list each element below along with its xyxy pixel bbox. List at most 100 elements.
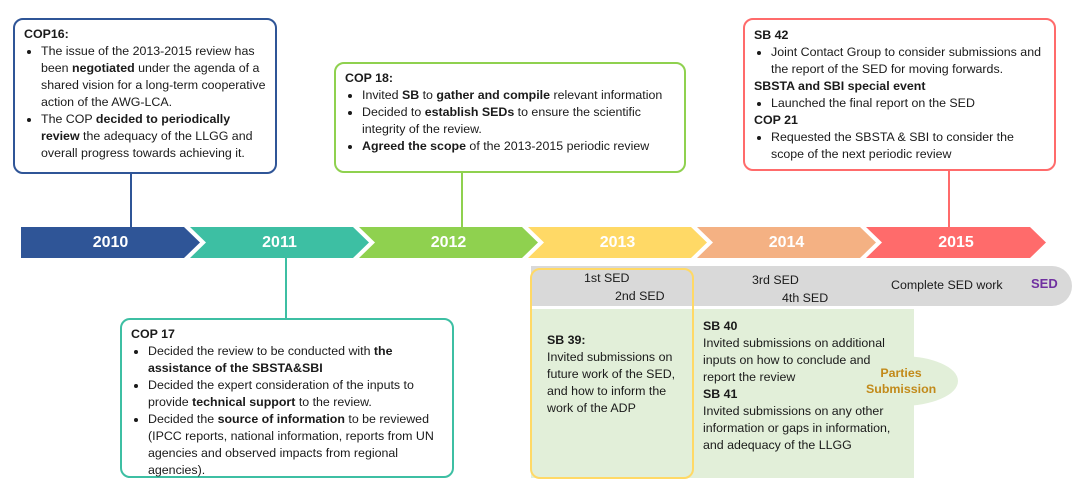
sb41-text: Invited submissions on any other informa… [703,404,891,452]
year-label-2010: 2010 [92,234,129,251]
year-arrow-2011-shape [190,227,369,258]
year-label-2011: 2011 [262,234,297,251]
text: Requested the SBSTA & SBI to consider th… [771,130,1014,161]
connector-cop16 [130,174,132,227]
connector-cop18 [461,173,463,227]
year-arrow-2013: 2013 [528,227,707,258]
sed-complete-label: Complete SED work [891,278,1003,292]
text: to be reviewed (IPCC reports, national i… [148,412,434,477]
text: Joint Contact Group to consider submissi… [771,45,1041,76]
cop18-title: COP 18: [345,71,393,85]
year-arrow-2011: 2011 [190,227,369,258]
connector-cop17 [285,258,287,318]
bullet-item: Launched the final report on the SED [771,95,1045,112]
text: under the agenda of a shared vision for … [41,61,266,109]
bold-text: negotiated [72,61,135,75]
bold-text: Agreed the scope [362,139,466,153]
bold-text: source of information [217,412,345,426]
connector-sb42 [948,171,950,227]
year-arrow-2014: 2014 [697,227,876,258]
text: Decided the [148,412,218,426]
year-label-2012: 2012 [430,234,467,251]
text: Invited [362,88,402,102]
sed-fourth-label: 4th SED [782,291,829,305]
arrow-shape [697,227,876,258]
bold-text: SB [401,88,420,102]
year-arrow-2010: 2010 [21,227,200,258]
sb42-list: Joint Contact Group to consider submissi… [754,44,1045,78]
arrow-shape [359,227,538,258]
bold-text: the assistance of the SBSTA&SBI [148,344,393,375]
sb40-text: Invited submissions on additional inputs… [703,336,885,384]
year-arrow-2014-shape [697,227,876,258]
text: The COP [41,112,96,126]
text: Decided the expert consideration of the … [148,378,414,409]
arrow-shape [190,227,369,258]
sb39-text: Invited submissions on future work of th… [547,350,676,415]
year-label-2014: 2014 [768,234,805,251]
cop18-list: Invited SB to gather and compile relevan… [345,87,675,155]
sed-tag: SED [1031,276,1058,291]
text: of the 2013-2015 periodic review [465,139,650,153]
sed-bar [531,266,1072,306]
submissions-area [531,309,914,478]
year-label-2015: 2015 [938,234,974,251]
sbsta-sbi-event-list: Launched the final report on the SED [754,95,1045,112]
sed-second-label: 2nd SED [615,289,665,303]
bullet-item: Decided the expert consideration of the … [148,377,443,411]
text: to the review. [295,395,372,409]
cop16-box: COP16: The issue of the 2013-2015 review… [13,18,277,174]
text: to [419,88,437,102]
sb41-title: SB 41 [703,387,738,401]
bold-text: decided to periodically review [41,112,231,143]
bullet-item: Invited SB to gather and compile relevan… [362,87,675,104]
sb39-title: SB 39: [547,333,586,347]
sed-first-label: 1st SED [584,271,630,285]
parties-submission-label: Parties Submission [866,366,937,396]
bold-text: technical support [192,395,296,409]
sb40-title: SB 40 [703,319,738,333]
sb39-box [530,268,694,479]
year-arrow-2010-shape [21,227,200,258]
text: to ensure the scientific integrity of th… [362,105,641,136]
cop16-title: COP16: [24,27,69,41]
text: Decided to [362,105,425,119]
arrow-shape [21,227,200,258]
sb42-box: SB 42 Joint Contact Group to consider su… [743,18,1056,171]
bullet-item: Decided the review to be conducted with … [148,343,443,377]
text: relevant information [550,88,663,102]
parties-submission-oval: Parties Submission [844,356,958,406]
bullet-item: Decided the source of information to be … [148,411,443,479]
cop17-box: COP 17 Decided the review to be conducte… [120,318,454,478]
year-arrow-2012-shape [359,227,538,258]
year-arrow-2015-shape [866,227,1046,258]
year-arrow-2015: 2015 [866,227,1046,258]
text: the adequacy of the LLGG and overall pro… [41,129,253,160]
bullet-item: Joint Contact Group to consider submissi… [771,44,1045,78]
bullet-item: The issue of the 2013-2015 review has be… [41,43,266,111]
cop21-list: Requested the SBSTA & SBI to consider th… [754,129,1045,163]
sbsta-sbi-event-title: SBSTA and SBI special event [754,79,926,93]
cop17-title: COP 17 [131,327,175,341]
bullet-item: Requested the SBSTA & SBI to consider th… [771,129,1045,163]
bullet-item: The COP decided to periodically review t… [41,111,266,162]
arrow-shape [528,227,707,258]
bullet-item: Decided to establish SEDs to ensure the … [362,104,675,138]
sb39-content: SB 39: Invited submissions on future wor… [547,332,682,417]
bullet-item: Agreed the scope of the 2013-2015 period… [362,138,675,155]
arrow-shape [866,227,1046,258]
text: The issue of the 2013-2015 review has be… [41,44,255,75]
sb42-title: SB 42 [754,28,789,42]
bold-text: gather and compile [436,88,550,102]
text: Launched the final report on the SED [771,96,975,110]
year-arrow-2012: 2012 [359,227,538,258]
bold-text: establish SEDs [424,105,515,119]
text: Decided the review to be conducted with [148,344,374,358]
cop21-title: COP 21 [754,113,798,127]
cop17-list: Decided the review to be conducted with … [131,343,443,479]
sb40-content: SB 40 Invited submissions on additional … [703,318,903,454]
year-label-2013: 2013 [599,234,636,251]
year-arrow-2013-shape [528,227,707,258]
cop18-box: COP 18: Invited SB to gather and compile… [334,62,686,173]
sed-third-label: 3rd SED [752,273,799,287]
